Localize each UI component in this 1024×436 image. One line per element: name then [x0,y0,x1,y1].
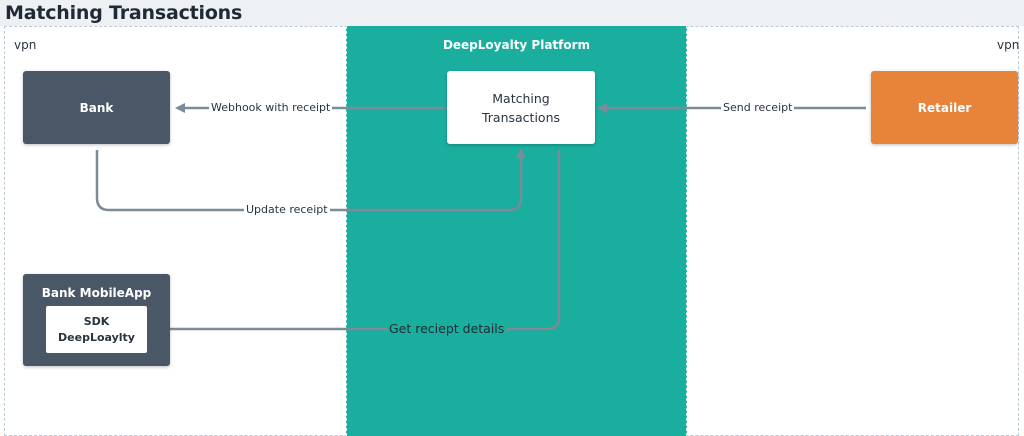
sdk-label: SDK DeepLoaylty [58,314,135,344]
bank-mobileapp-node[interactable]: Bank MobileApp SDK DeepLoaylty [23,274,170,366]
retailer-label: Retailer [917,100,972,115]
edge-update-receipt [95,148,526,212]
vpn-label-right: vpn [997,38,1020,52]
retailer-node[interactable]: Retailer [871,71,1018,144]
bank-node[interactable]: Bank [23,71,170,144]
bank-mobileapp-label: Bank MobileApp [41,286,152,300]
platform-title: DeepLoyalty Platform [442,38,591,52]
matching-transactions-node[interactable]: Matching Transactions [447,71,595,144]
bank-label: Bank [79,100,114,115]
edge-label-webhook: Webhook with receipt [209,101,333,115]
edge-label-get-details: Get reciept details [387,321,507,336]
edge-get-details [150,150,561,334]
edge-label-update-receipt: Update receipt [244,203,330,217]
title-bar: Matching Transactions [0,0,1024,26]
edge-label-send-receipt: Send receipt [721,101,795,115]
vpn-label-left: vpn [14,38,37,52]
matching-transactions-label: Matching Transactions [481,90,561,125]
sdk-deeployalty-node[interactable]: SDK DeepLoaylty [46,306,147,353]
page-title: Matching Transactions [5,2,243,24]
